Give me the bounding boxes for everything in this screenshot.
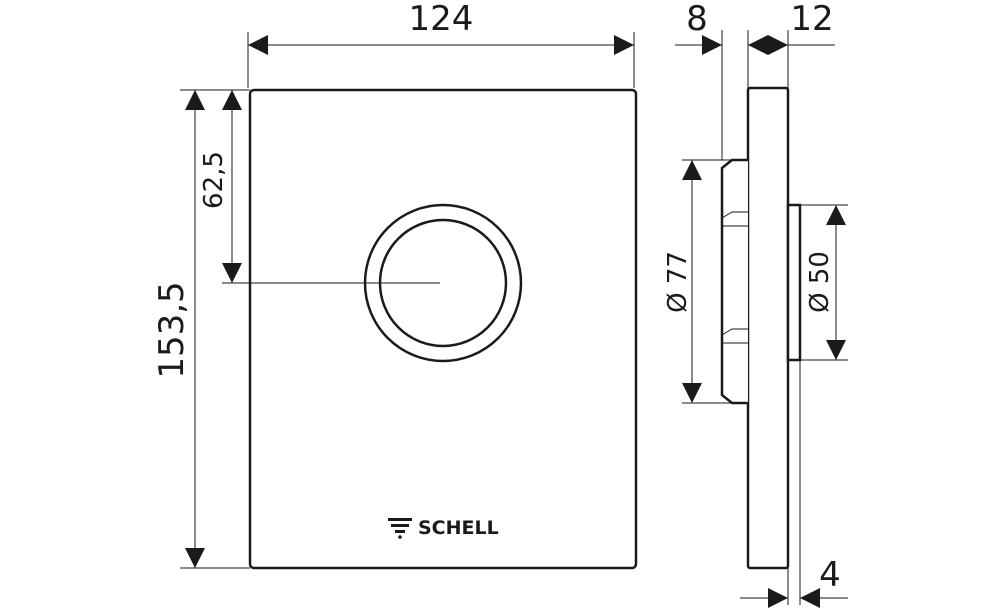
- dimension-button-protrusion: 4: [740, 360, 848, 608]
- back-depth-label: 8: [686, 0, 708, 39]
- front-view: SCHELL: [222, 88, 638, 570]
- brand-logo-text: SCHELL: [418, 517, 499, 539]
- schell-logo-icon: [388, 518, 412, 539]
- dimension-button-diameter: Ø 50: [800, 204, 848, 361]
- side-plate: [746, 86, 790, 570]
- height-label: 153,5: [152, 281, 192, 378]
- button-protrusion-label: 4: [819, 555, 841, 595]
- dimension-plate-thickness: 12: [748, 0, 835, 88]
- side-view: [720, 86, 802, 570]
- dimension-back-depth: 8: [675, 0, 749, 160]
- plate-thickness-label: 12: [790, 0, 833, 39]
- dimension-button-center: 62,5: [199, 90, 242, 283]
- width-label: 124: [409, 0, 474, 39]
- back-diameter-label: Ø 77: [663, 251, 693, 313]
- side-button: [786, 203, 802, 362]
- dimension-back-diameter: Ø 77: [663, 159, 740, 404]
- button-center-label: 62,5: [199, 151, 229, 209]
- dimension-width: 124: [247, 0, 635, 88]
- button-diameter-label: Ø 50: [805, 251, 835, 313]
- back-housing: [720, 158, 748, 405]
